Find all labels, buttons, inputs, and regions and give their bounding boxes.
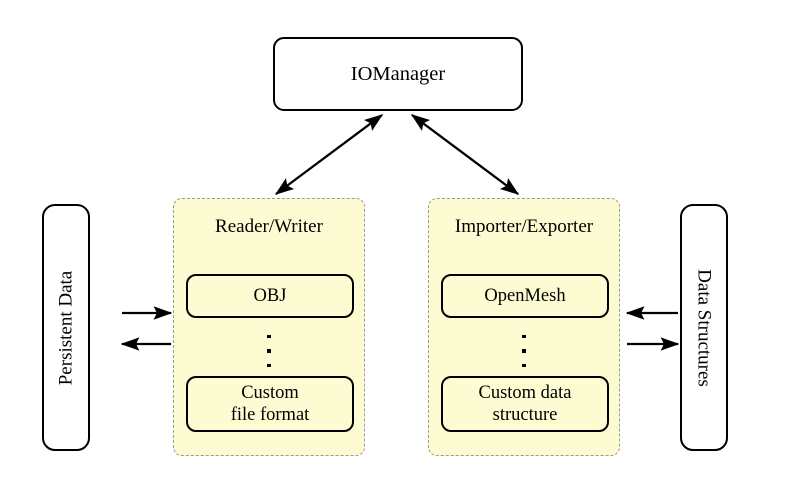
importer-exporter-ellipsis-icon	[429, 332, 619, 370]
custom-data-structure-line-2: structure	[492, 405, 558, 425]
custom-file-format-node: Custom file format	[186, 376, 354, 432]
obj-node: OBJ	[186, 274, 354, 318]
openmesh-node: OpenMesh	[441, 274, 609, 318]
custom-file-format-line-1: Custom	[241, 382, 299, 403]
importer-exporter-panel: Importer/Exporter OpenMesh Custom data s…	[428, 198, 620, 456]
importer-exporter-title: Importer/Exporter	[454, 216, 594, 237]
custom-file-format-label: Custom file format	[231, 382, 310, 426]
data-structures-label: Data Structures	[693, 268, 715, 387]
custom-file-format-line-2: file format	[230, 405, 310, 425]
persistent-data-label: Persistent Data	[55, 270, 77, 385]
custom-data-structure-node: Custom data structure	[441, 376, 609, 432]
custom-data-structure-label: Custom data structure	[478, 382, 571, 426]
custom-data-structure-line-1: Custom data	[478, 382, 572, 403]
openmesh-label: OpenMesh	[484, 285, 566, 306]
data-structures-node: Data Structures	[680, 204, 728, 451]
reader-writer-title: Reader/Writer	[215, 216, 323, 237]
obj-label: OBJ	[253, 285, 287, 306]
reader-writer-panel: Reader/Writer OBJ Custom file format	[173, 198, 365, 456]
persistent-data-node: Persistent Data	[42, 204, 90, 451]
iomanager-node: IOManager	[273, 37, 523, 111]
reader-writer-ellipsis-icon	[174, 332, 364, 370]
iomanager-label: IOManager	[350, 62, 446, 85]
connector-iomanager-importer-exporter	[410, 114, 520, 195]
connector-iomanager-reader-writer	[274, 114, 384, 195]
